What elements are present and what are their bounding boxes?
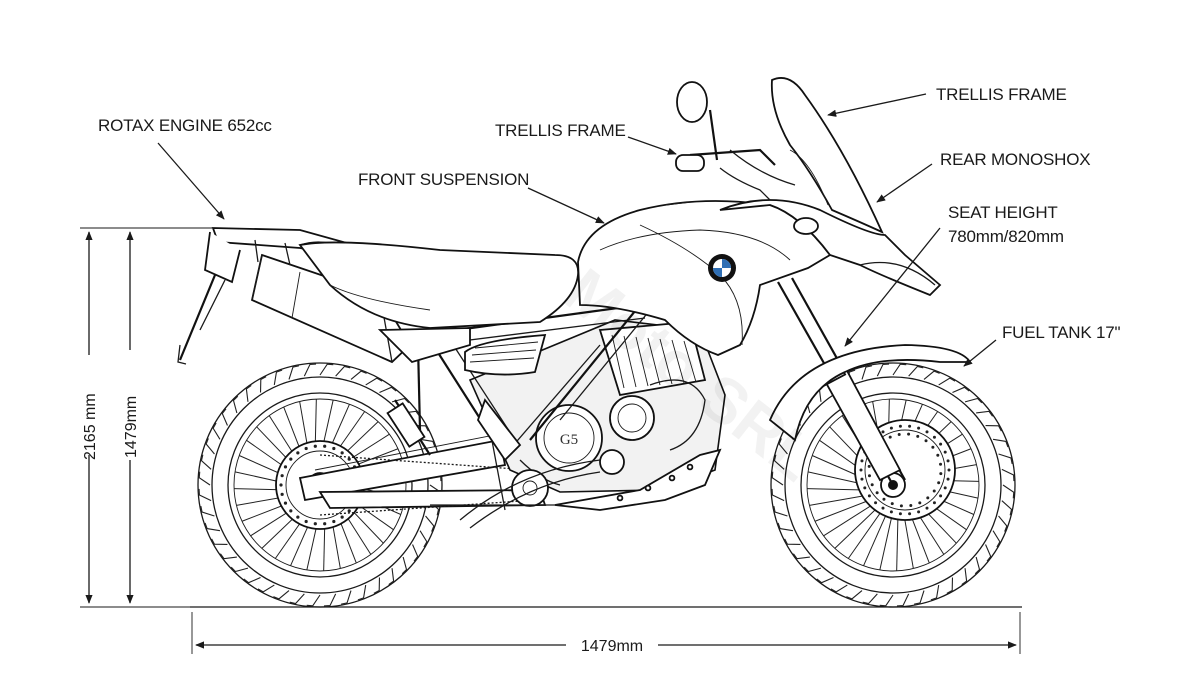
dimension-overall-height-text: 2165 mm <box>82 393 99 460</box>
windscreen <box>770 77 884 234</box>
handlebar <box>675 81 796 201</box>
label-rotax-engine: ROTAX ENGINE 652cc <box>98 116 272 135</box>
engine-cover-badge: G5 <box>560 432 578 448</box>
rear-shock <box>386 399 431 456</box>
label-seat-height-title: SEAT HEIGHT <box>948 203 1058 222</box>
leader-fuel-tank <box>963 339 997 367</box>
label-front-suspension: FRONT SUSPENSION <box>358 170 529 189</box>
front-tire-tread <box>771 363 1015 607</box>
label-seat-height-value: 780mm/820mm <box>948 227 1064 246</box>
dimension-wheelbase: 1479mm <box>191 612 1021 656</box>
dimension-overall-height: 2165 mm <box>80 227 212 608</box>
rear-tire-tread <box>198 363 442 607</box>
leader-rotax-engine <box>157 142 225 220</box>
dimension-height-secondary-text: 1479mm <box>123 396 140 458</box>
label-rear-monoshox: REAR MONOSHOX <box>940 150 1090 169</box>
side-panel <box>377 327 471 364</box>
bmw-roundel <box>708 254 736 282</box>
leader-seat-height <box>844 227 941 347</box>
exhaust-header <box>459 459 601 529</box>
label-fuel-tank: FUEL TANK 17" <box>1002 323 1121 342</box>
dimension-wheelbase-text: 1479mm <box>581 638 643 655</box>
dimension-height-secondary: 1479mm <box>120 231 140 604</box>
drive-chain <box>319 454 536 516</box>
leader-front-suspension <box>527 187 605 224</box>
leader-trellis-frame-right <box>827 93 927 117</box>
bash-plate <box>554 448 722 511</box>
front-fairing <box>719 199 942 297</box>
label-trellis-frame-center: TRELLIS FRAME <box>495 121 626 140</box>
tank-vents <box>464 334 547 376</box>
leader-rear-monoshox <box>876 163 933 203</box>
label-trellis-frame-right: TRELLIS FRAME <box>936 85 1067 104</box>
leader-trellis-frame-center <box>627 136 677 155</box>
